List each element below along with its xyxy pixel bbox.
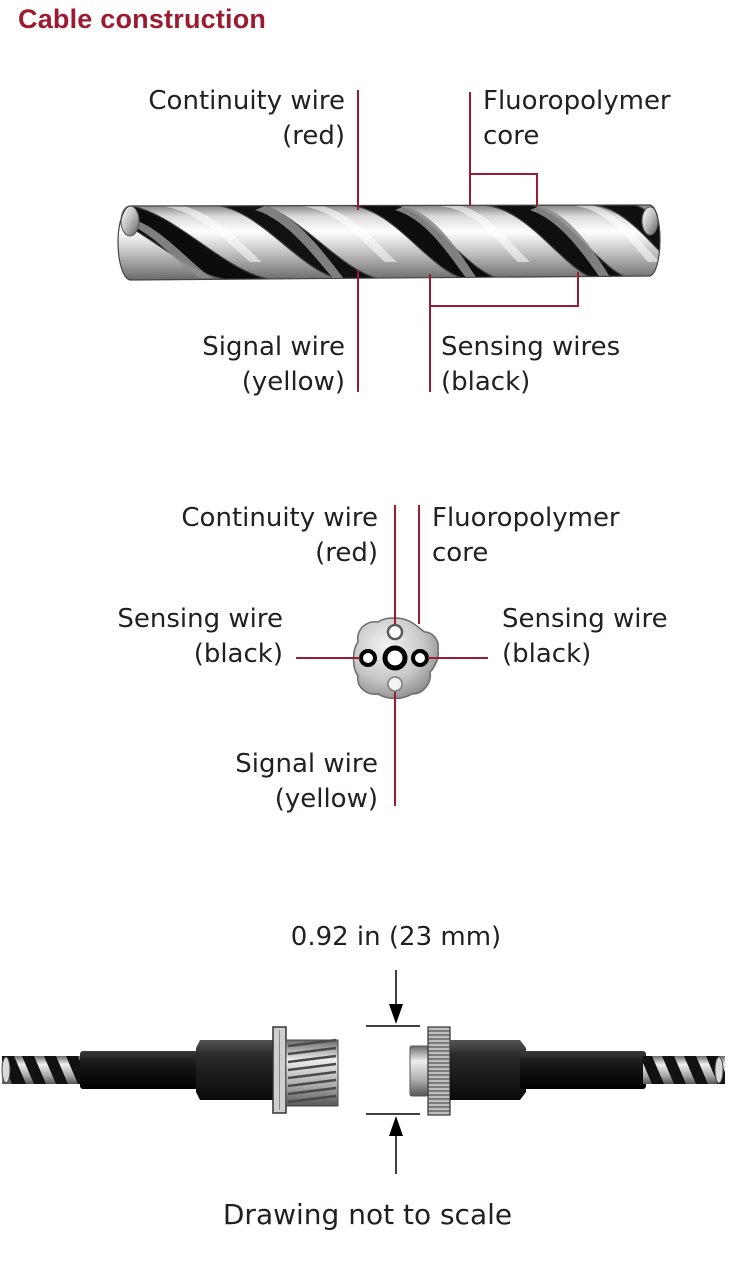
xs-sensing-left-label: Sensing wire (black)	[117, 604, 283, 669]
cable-side-view	[117, 204, 661, 281]
side-continuity-label: Continuity wire (red)	[148, 86, 345, 151]
dimension-label: 0.92 in (23 mm)	[290, 922, 502, 952]
side-signal-label: Signal wire (yellow)	[202, 332, 345, 397]
side-sensing-label: Sensing wires (black)	[441, 332, 621, 397]
xs-continuity-label: Continuity wire (red)	[181, 503, 378, 568]
cross-section-leaders	[296, 505, 488, 806]
xs-core-label: Fluoropolymer core	[432, 503, 620, 568]
cross-section	[352, 617, 440, 700]
xs-signal-label: Signal wire (yellow)	[235, 749, 378, 814]
side-core-label: Fluoropolymer core	[483, 86, 671, 151]
page-title: Cable construction	[18, 4, 267, 34]
xs-sensing-right-label: Sensing wire (black)	[502, 604, 668, 669]
core-leader	[469, 92, 538, 206]
not-to-scale-note: Drawing not to scale	[222, 1198, 513, 1231]
dimension-marker	[366, 970, 420, 1174]
sensing-leader	[429, 272, 579, 392]
connector-drawing	[1, 970, 725, 1174]
side-view-leaders	[357, 90, 579, 392]
